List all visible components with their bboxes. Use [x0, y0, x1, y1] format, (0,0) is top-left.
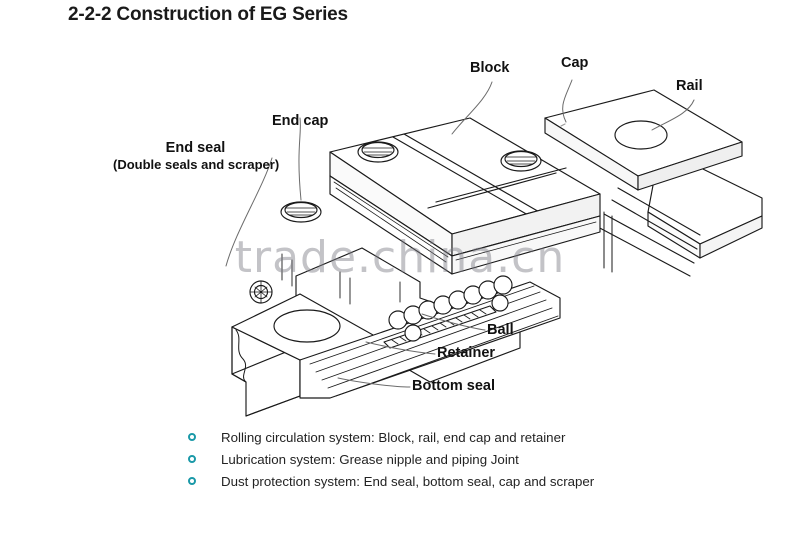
leader-block [451, 81, 493, 135]
list-item-text: Dust protection system: End seal, bottom… [221, 474, 595, 489]
list-item-text: Lubrication system: Grease nipple and pi… [221, 452, 519, 467]
end-cap-geometry [329, 175, 601, 275]
callout-label-end-cap: End cap [272, 113, 329, 129]
leader-ball [421, 313, 486, 331]
linear-guide-diagram [0, 30, 800, 425]
bullet-circle-icon [188, 455, 196, 463]
callout-label-end-seal-title: End seal [165, 140, 226, 156]
leader-rail [651, 99, 695, 131]
leader-bottom-seal [337, 377, 411, 388]
leader-end-cap [298, 117, 302, 201]
page-title: 2-2-2 Construction of EG Series [68, 4, 348, 25]
callout-label-end-seal-sublabel: (Double seals and scraper) [113, 157, 280, 173]
callout-label-cap: Cap [561, 55, 589, 71]
block-mounting-holes [280, 141, 586, 231]
feature-list: Rolling circulation system: Block, rail,… [188, 428, 594, 494]
list-item: Lubrication system: Grease nipple and pi… [188, 450, 594, 469]
callout-label-ball: Ball [487, 322, 514, 338]
list-item: Rolling circulation system: Block, rail,… [188, 428, 594, 447]
list-item: Dust protection system: End seal, bottom… [188, 472, 594, 491]
ball-row [388, 275, 513, 342]
leader-cap [562, 79, 573, 123]
rail-support-pins [603, 211, 613, 273]
list-item-text: Rolling circulation system: Block, rail,… [221, 430, 566, 445]
leader-end-seal [225, 157, 273, 267]
bullet-circle-icon [188, 477, 196, 485]
callout-label-rail: Rail [676, 78, 703, 94]
diagram-svg [225, 79, 763, 417]
leader-retainer [365, 341, 436, 355]
callout-label-end-seal: End seal (Double seals and scraper) [113, 140, 280, 173]
callout-label-retainer: Retainer [437, 345, 496, 361]
cap-geometry [544, 89, 743, 191]
end-seal-detail [249, 280, 273, 304]
callout-label-bottom-seal: Bottom seal [412, 378, 495, 394]
callout-label-block: Block [470, 60, 510, 76]
block-underside-hatch [281, 253, 401, 305]
leader-lines [225, 79, 695, 388]
bullet-circle-icon [188, 433, 196, 441]
